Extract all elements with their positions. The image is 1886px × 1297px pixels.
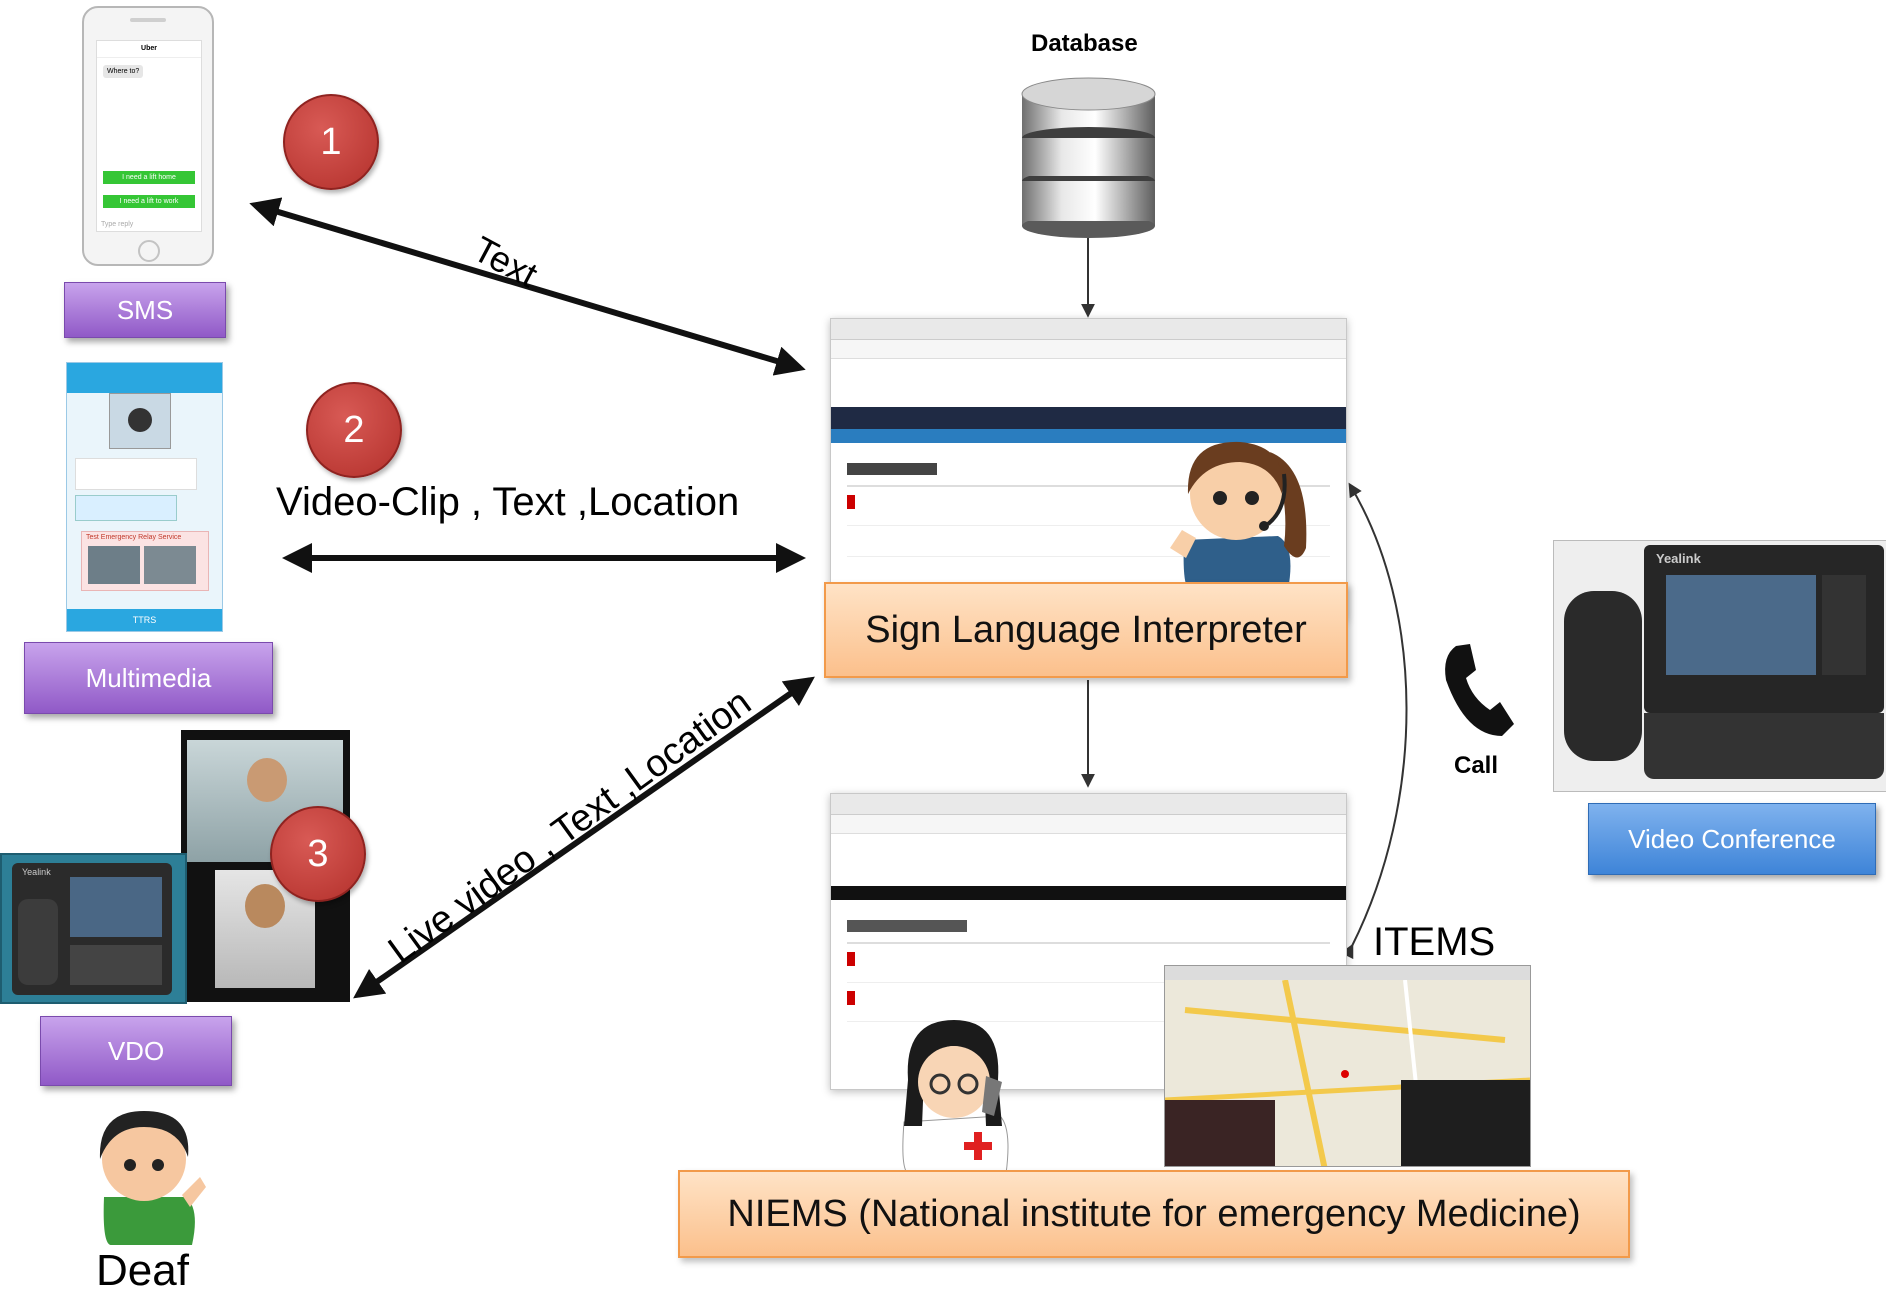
phone-option-2[interactable]: I need a lift to work bbox=[103, 195, 195, 208]
items-map-screen bbox=[1164, 965, 1531, 1167]
step-3-circle: 3 bbox=[270, 806, 366, 902]
phone-reply-field[interactable]: Type reply bbox=[101, 221, 134, 228]
interpreter-box: Sign Language Interpreter bbox=[824, 582, 1348, 678]
videophone-brand-large: Yealink bbox=[1656, 551, 1701, 566]
deaf-person-illustration bbox=[82, 1097, 212, 1246]
sms-channel-label: SMS bbox=[64, 282, 226, 338]
niems-box: NIEMS (National institute for emergency … bbox=[678, 1170, 1630, 1258]
videophone-brand-small: Yealink bbox=[22, 867, 51, 877]
call-label: Call bbox=[1454, 752, 1499, 779]
nurse-illustration bbox=[890, 1006, 1020, 1175]
arrow-call-curve bbox=[1340, 482, 1408, 960]
edge-label-multimedia: Video-Clip , Text ,Location bbox=[276, 480, 740, 524]
desk-videophone-small: Yealink bbox=[0, 853, 187, 1004]
arrow-text bbox=[249, 197, 806, 376]
interpreter-illustration bbox=[1160, 428, 1318, 590]
database-icon bbox=[1016, 72, 1161, 240]
items-label: ITEMS bbox=[1373, 920, 1496, 964]
vdo-channel-label: VDO bbox=[40, 1016, 232, 1086]
multimedia-service-line: Test Emergency Relay Service bbox=[86, 534, 182, 541]
phone-handset-icon bbox=[1436, 640, 1516, 740]
step-1-circle: 1 bbox=[283, 94, 379, 190]
multimedia-app-mock: Test Emergency Relay Service TTRS bbox=[66, 362, 223, 632]
sms-phone-mock: Uber Where to? I need a lift home I need… bbox=[82, 6, 214, 266]
phone-app-title: Uber bbox=[97, 41, 201, 58]
phone-option-1[interactable]: I need a lift home bbox=[103, 171, 195, 184]
multimedia-footer: TTRS bbox=[67, 609, 222, 631]
phone-bubble: Where to? bbox=[103, 65, 144, 78]
video-conference-label: Video Conference bbox=[1588, 803, 1876, 875]
database-label: Database bbox=[1031, 30, 1138, 57]
deaf-label: Deaf bbox=[96, 1246, 189, 1295]
video-conference-device: Yealink bbox=[1553, 540, 1886, 792]
arrow-live bbox=[353, 676, 815, 999]
multimedia-channel-label: Multimedia bbox=[24, 642, 273, 714]
step-2-circle: 2 bbox=[306, 382, 402, 478]
